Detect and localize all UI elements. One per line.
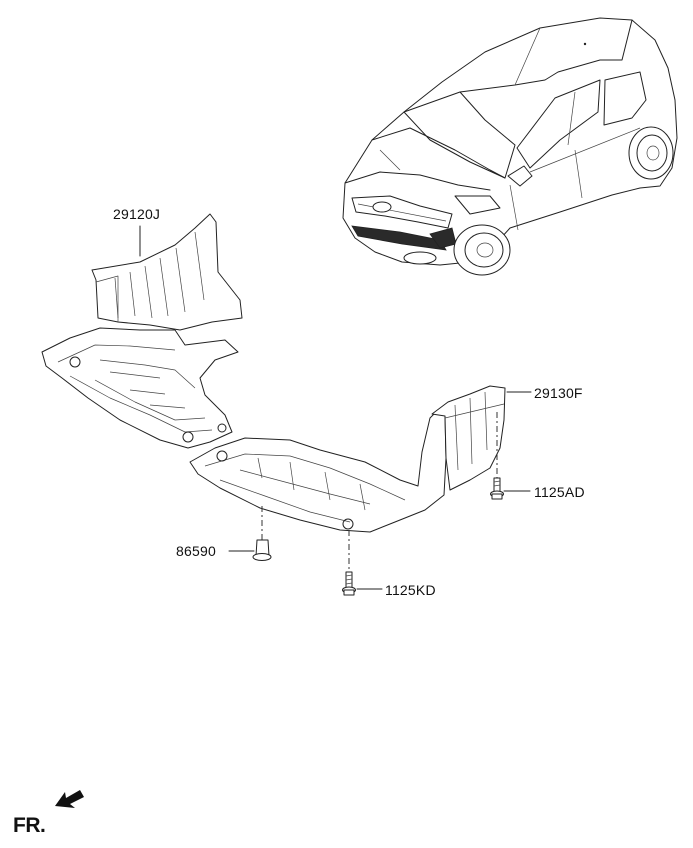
bolt-1125ad-icon [490,412,504,500]
front-direction-arrow-icon [55,790,84,808]
label-29130f: 29130F [534,385,583,401]
leader-lines [139,225,532,590]
vehicle-illustration [342,17,678,276]
front-under-cover [41,213,243,449]
label-1125ad: 1125AD [534,484,585,500]
front-direction-label: FR. [13,814,46,837]
clip-86590-icon [252,506,272,561]
label-1125kd: 1125KD [385,582,436,598]
bolt-1125kd-icon [342,530,356,596]
rear-under-cover [189,385,506,533]
label-29120j: 29120J [113,206,161,222]
label-86590: 86590 [176,543,216,559]
